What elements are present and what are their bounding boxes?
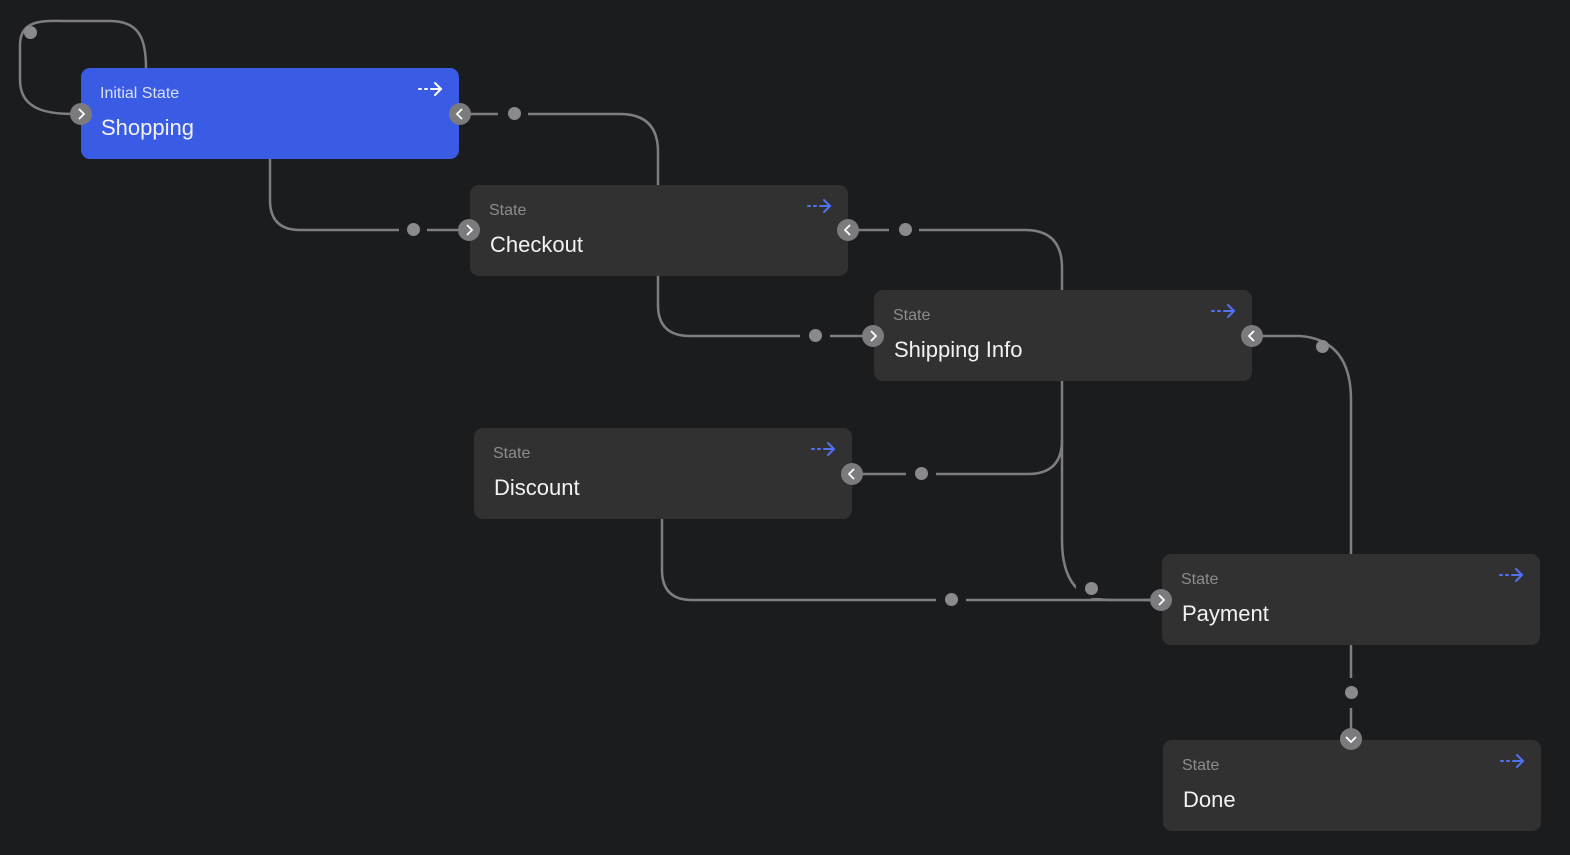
edge-shopping-checkout — [268, 158, 460, 232]
state-node-payment[interactable]: State Payment — [1162, 554, 1540, 645]
port-out-shopping[interactable] — [449, 103, 471, 125]
port-out-discount[interactable] — [841, 463, 863, 485]
dashed-arrow-right-icon[interactable] — [1499, 749, 1527, 769]
port-out-checkout[interactable] — [837, 219, 859, 241]
state-node-checkout[interactable]: State Checkout — [470, 185, 848, 276]
chevron-right-icon — [870, 330, 878, 342]
state-name-label: Shopping — [101, 115, 194, 140]
edge-shipping-discount — [861, 379, 1064, 476]
port-in-payment[interactable] — [1150, 589, 1172, 611]
port-in-checkout[interactable] — [458, 219, 480, 241]
dashed-arrow-right-icon[interactable] — [417, 77, 445, 97]
edge-handle-shipping-out[interactable] — [1316, 340, 1329, 353]
state-node-shopping[interactable]: Initial State Shopping — [81, 68, 459, 159]
state-name-label: Payment — [1182, 601, 1269, 626]
dashed-arrow-right-icon[interactable] — [810, 437, 838, 457]
chevron-right-icon — [78, 108, 86, 120]
state-name-label: Discount — [494, 475, 580, 500]
state-name-label: Done — [1183, 787, 1236, 812]
chevron-down-icon — [1345, 736, 1357, 744]
dashed-arrow-right-icon[interactable] — [1498, 563, 1526, 583]
edge-handle-checkout-shipping[interactable] — [809, 329, 822, 342]
state-kind-label: State — [1181, 571, 1219, 588]
state-kind-label: State — [893, 307, 931, 324]
edge-handle-shopping-out[interactable] — [508, 107, 521, 120]
edge-handle-shopping-checkout[interactable] — [407, 223, 420, 236]
chevron-right-icon — [466, 224, 474, 236]
edge-shopping-out-connector — [468, 112, 660, 187]
state-node-shipping-info[interactable]: State Shipping Info — [874, 290, 1252, 381]
edge-discount-payment — [660, 518, 1152, 602]
edge-handle-discount-payment[interactable] — [945, 593, 958, 606]
chevron-left-icon — [455, 108, 463, 120]
chevron-right-icon — [1158, 594, 1166, 606]
edge-checkout-shipping — [656, 274, 864, 338]
chevron-left-icon — [847, 468, 855, 480]
state-node-discount[interactable]: State Discount — [474, 428, 852, 519]
state-node-done[interactable]: State Done — [1163, 740, 1541, 831]
edge-handle-shopping-self[interactable] — [24, 26, 37, 39]
port-in-shopping[interactable] — [70, 103, 92, 125]
edge-shipping-payment — [1060, 438, 1152, 602]
state-kind-label: Initial State — [100, 85, 180, 102]
dashed-arrow-right-icon[interactable] — [806, 194, 834, 214]
edge-handle-shipping-discount[interactable] — [915, 467, 928, 480]
port-out-shipping-info[interactable] — [1241, 325, 1263, 347]
edge-checkout-out-connector — [857, 228, 1064, 292]
edge-handle-checkout-out[interactable] — [899, 223, 912, 236]
state-name-label: Shipping Info — [894, 337, 1023, 362]
state-kind-label: State — [489, 202, 527, 219]
state-kind-label: State — [493, 445, 531, 462]
port-in-done[interactable] — [1340, 728, 1362, 750]
edge-handle-shipping-payment[interactable] — [1085, 582, 1098, 595]
port-in-shipping-info[interactable] — [862, 325, 884, 347]
dashed-arrow-right-icon[interactable] — [1210, 299, 1238, 319]
state-name-label: Checkout — [490, 232, 583, 257]
edge-handle-payment-done[interactable] — [1345, 686, 1358, 699]
chevron-left-icon — [1247, 330, 1255, 342]
edge-shipping-out-connector — [1261, 334, 1353, 556]
state-kind-label: State — [1182, 757, 1220, 774]
chevron-left-icon — [843, 224, 851, 236]
edge-shopping-self — [18, 19, 148, 116]
